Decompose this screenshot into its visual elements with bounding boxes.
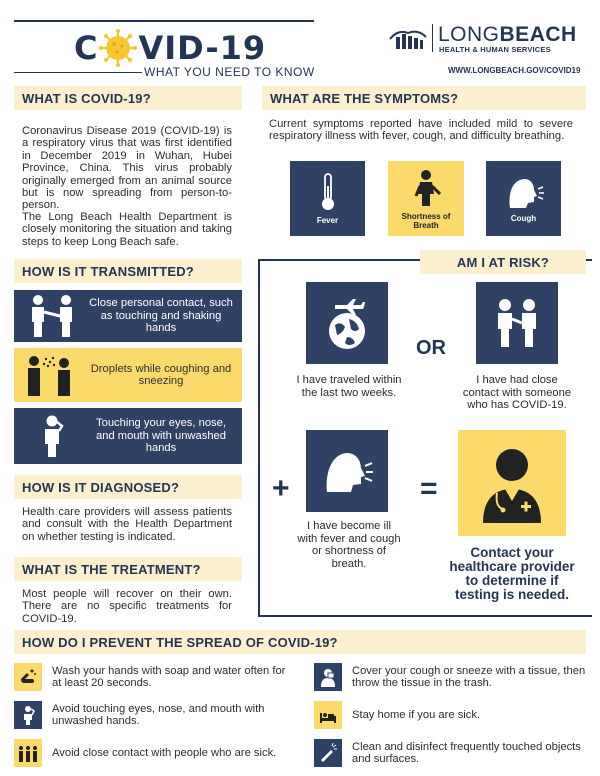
- thermometer-icon: [321, 173, 334, 210]
- touch-face-icon: [14, 701, 42, 729]
- treatment-heading: WHAT IS THE TREATMENT?: [14, 557, 242, 581]
- prevent-avoid-contact: Avoid close contact with people who are …: [14, 736, 294, 770]
- plus-sign: +: [272, 472, 290, 505]
- symptom-fever-label: Fever: [316, 216, 339, 225]
- prevent-cover-cough-text: Cover your cough or sneeze with a tissue…: [352, 664, 586, 690]
- org-name-long: LONG: [438, 23, 500, 46]
- transmit-touching-text: Touching your eyes, nose, and mouth with…: [96, 417, 226, 455]
- sneeze-icon: [28, 356, 70, 396]
- diagnosed-heading: HOW IS IT DIAGNOSED?: [14, 475, 242, 499]
- risk-result-text: Contact your healthcare provider to dete…: [449, 545, 575, 602]
- what-is-heading: WHAT IS COVID-19?: [14, 86, 242, 110]
- transmit-droplets: Droplets while coughing and sneezing: [14, 348, 242, 402]
- globe-plane-icon: [329, 299, 365, 349]
- handshake-icon: [32, 295, 72, 337]
- risk-doctor-box: [458, 430, 566, 536]
- equals-sign: =: [420, 472, 438, 505]
- risk-contact-box: [476, 282, 558, 364]
- risk-travel-box: [306, 282, 388, 364]
- what-is-para2: The Long Beach Health Department is clos…: [22, 211, 232, 248]
- transmitted-heading: HOW IS IT TRANSMITTED?: [14, 259, 242, 283]
- risk-ill-box: [306, 430, 388, 512]
- page-subtitle: WHAT YOU NEED TO KNOW: [144, 65, 315, 79]
- org-logo: LONGBEACH HEALTH & HUMAN SERVICES: [388, 23, 588, 54]
- symptom-breath-label: Shortness of Breath: [401, 211, 451, 230]
- page-title: C VID-19: [74, 29, 267, 67]
- prevent-avoid-contact-text: Avoid close contact with people who are …: [52, 746, 277, 759]
- prevent-avoid-touching: Avoid touching eyes, nose, and mouth wit…: [14, 698, 294, 732]
- hand-wash-icon: [14, 663, 42, 691]
- symptoms-heading: WHAT ARE THE SYMPTOMS?: [262, 86, 586, 110]
- risk-travel-text: I have traveled within the last two week…: [296, 374, 402, 399]
- people-group-icon: [14, 739, 42, 767]
- cough-icon: [326, 453, 373, 492]
- risk-heading: AM I AT RISK?: [420, 250, 586, 274]
- tissue-cough-icon: [314, 663, 342, 691]
- virus-icon: [99, 29, 138, 67]
- sick-bed-icon: [314, 701, 342, 729]
- doctor-icon: [483, 449, 541, 523]
- top-rule: [14, 20, 314, 22]
- diagnosed-text: Health care providers will assess patien…: [22, 506, 232, 543]
- spray-bottle-icon: [314, 739, 342, 767]
- prevent-heading: HOW DO I PREVENT THE SPREAD OF COVID-19?: [14, 630, 586, 654]
- subtitle-rule: [14, 72, 142, 73]
- treatment-text: Most people will recover on their own. T…: [22, 588, 232, 625]
- cityscape-icon: [388, 27, 428, 49]
- prevent-wash-hands: Wash your hands with soap and water ofte…: [14, 660, 294, 694]
- transmit-contact: Close personal contact, such as touching…: [14, 290, 242, 342]
- org-subtitle: HEALTH & HUMAN SERVICES: [439, 45, 551, 54]
- symptom-breath: Shortness of Breath: [388, 161, 464, 236]
- prevent-wash-hands-text: Wash your hands with soap and water ofte…: [52, 664, 286, 690]
- people-contact-icon: [498, 299, 536, 347]
- symptom-cough: Cough: [486, 161, 561, 236]
- website-link[interactable]: WWW.LONGBEACH.GOV/COVID19: [448, 66, 581, 75]
- prevent-avoid-touching-text: Avoid touching eyes, nose, and mouth wit…: [52, 702, 265, 728]
- transmit-droplets-text: Droplets while coughing and sneezing: [90, 362, 232, 388]
- risk-ill-text: I have become ill with fever and cough o…: [297, 520, 401, 570]
- what-is-para1: Coronavirus Disease 2019 (COVID-19) is a…: [22, 125, 232, 212]
- prevent-cover-cough: Cover your cough or sneeze with a tissue…: [314, 660, 594, 694]
- prevent-stay-home: Stay home if you are sick.: [314, 698, 594, 732]
- prevent-disinfect: Clean and disinfect frequently touched o…: [314, 736, 594, 770]
- transmit-touching: Touching your eyes, nose, and mouth with…: [14, 408, 242, 464]
- symptoms-text: Current symptoms reported have included …: [269, 118, 573, 143]
- shortness-of-breath-icon: [414, 169, 442, 206]
- symptom-fever: Fever: [290, 161, 365, 236]
- prevent-stay-home-text: Stay home if you are sick.: [352, 708, 481, 721]
- org-name-beach: BEACH: [499, 23, 577, 46]
- symptom-cough-label: Cough: [510, 214, 537, 223]
- touch-face-icon: [45, 415, 64, 457]
- cough-icon: [509, 179, 544, 208]
- risk-contact-text: I have had close contact with someone wh…: [462, 374, 572, 411]
- prevent-disinfect-text: Clean and disinfect frequently touched o…: [352, 740, 581, 766]
- transmit-contact-text: Close personal contact, such as touching…: [89, 297, 233, 335]
- or-label: OR: [416, 337, 446, 359]
